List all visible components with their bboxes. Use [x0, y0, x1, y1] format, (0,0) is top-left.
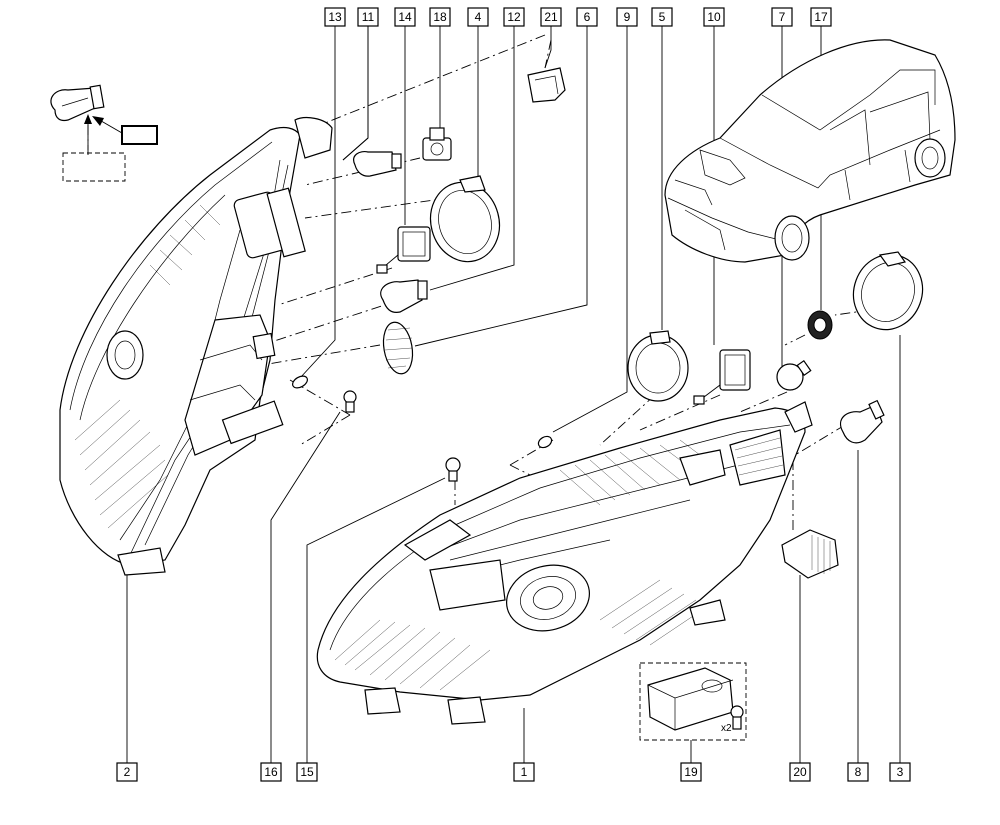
svg-text:9: 9 [624, 10, 631, 24]
headlamp-rear-assembly [59, 117, 333, 576]
svg-text:11: 11 [362, 10, 375, 24]
callout-15: 15 [296, 762, 318, 782]
svg-text:12: 12 [507, 10, 521, 24]
bulb-7-icon [776, 359, 812, 391]
socket-18-icon [422, 127, 452, 161]
callout-9: 9 [616, 7, 638, 27]
ballast-kit-box [639, 662, 747, 741]
svg-text:19: 19 [684, 765, 698, 779]
svg-text:5: 5 [659, 10, 666, 24]
reference-arrows [84, 114, 123, 150]
screw-16-icon [343, 390, 357, 413]
xenon-bulb-10-icon [693, 349, 751, 405]
connector-20-icon [781, 529, 839, 579]
callout-7: 7 [771, 7, 793, 27]
reference-bulb-icon [50, 84, 105, 122]
dust-cap-3-icon [852, 251, 924, 331]
svg-text:21: 21 [544, 10, 558, 24]
clip-9-icon [537, 435, 553, 449]
callout-13: 13 [324, 7, 346, 27]
callout-5: 5 [651, 7, 673, 27]
callout-19: 19 [680, 762, 702, 782]
clip-13-icon [292, 375, 308, 389]
callout-4: 4 [467, 7, 489, 27]
callout-8: 8 [847, 762, 869, 782]
svg-text:17: 17 [814, 10, 828, 24]
svg-text:1: 1 [521, 765, 528, 779]
screw-19-icon [730, 705, 744, 730]
svg-text:15: 15 [300, 765, 314, 779]
bulb-8-icon [839, 399, 885, 444]
car-illustration [664, 39, 956, 263]
bulb-12-icon [380, 279, 428, 313]
svg-text:10: 10 [707, 10, 721, 24]
svg-text:13: 13 [328, 10, 342, 24]
callout-17: 17 [810, 7, 832, 27]
svg-text:7: 7 [779, 10, 786, 24]
screw-15-icon [445, 457, 461, 482]
callout-21: 21 [540, 7, 562, 27]
cap-6-icon [382, 321, 414, 375]
svg-text:20: 20 [793, 765, 807, 779]
cap-5-icon [627, 330, 689, 402]
svg-text:16: 16 [264, 765, 278, 779]
callout-11: 11 [357, 7, 379, 27]
socket-17-icon [807, 310, 833, 340]
callout-10: 10 [703, 7, 725, 27]
svg-text:3: 3 [897, 765, 904, 779]
callout-16: 16 [260, 762, 282, 782]
reference-box-solid [121, 125, 158, 145]
callout-2: 2 [116, 762, 138, 782]
callout-1: 1 [513, 762, 535, 782]
callout-3: 3 [889, 762, 911, 782]
svg-text:14: 14 [398, 10, 412, 24]
reference-box-dashed [62, 152, 126, 182]
svg-text:2: 2 [124, 765, 131, 779]
callout-20: 20 [789, 762, 811, 782]
bulb-11-icon [353, 150, 402, 177]
dust-cap-4-icon [429, 175, 501, 263]
svg-text:18: 18 [433, 10, 447, 24]
ballast-module-19-icon [647, 667, 734, 731]
svg-text:4: 4 [475, 10, 482, 24]
xenon-bulb-14-icon [376, 226, 431, 274]
callout-12: 12 [503, 7, 525, 27]
callout-14: 14 [394, 7, 416, 27]
headlamp-front-assembly [316, 401, 813, 725]
svg-text:8: 8 [855, 765, 862, 779]
svg-text:6: 6 [584, 10, 591, 24]
bracket-21-icon [527, 67, 566, 103]
callout-6: 6 [576, 7, 598, 27]
callout-18: 18 [429, 7, 451, 27]
kit-quantity-label: x2 [721, 723, 732, 734]
